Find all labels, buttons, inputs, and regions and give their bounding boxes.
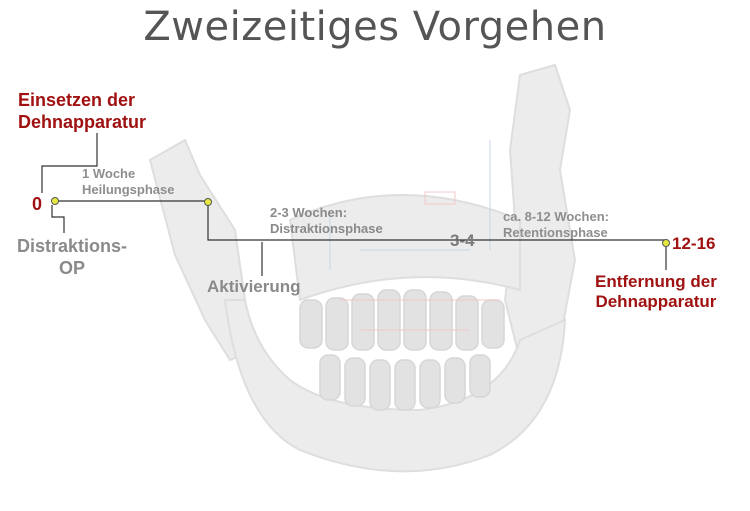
end-value: 12-16 xyxy=(672,234,716,253)
start-value: 0 xyxy=(32,194,43,214)
leader-op-label xyxy=(51,205,65,233)
mid-value: 3-4 xyxy=(450,231,475,250)
end-label-line2: Dehnapparatur xyxy=(595,292,717,312)
healing-phase-line1: 1 Woche xyxy=(82,166,136,181)
leader-start-label xyxy=(41,133,98,193)
retention-phase-label: ca. 8-12 Wochen: Retentionsphase xyxy=(503,209,609,240)
op-label-line1: Distraktions- xyxy=(17,236,128,256)
start-label-line1: Einsetzen der xyxy=(18,90,136,110)
start-event-label: Einsetzen der Dehnapparatur xyxy=(18,90,146,133)
distraction-phase-label: 2-3 Wochen: Distraktionsphase xyxy=(270,205,383,236)
distraction-phase-line1: 2-3 Wochen: xyxy=(270,205,348,220)
op-label-line2: OP xyxy=(59,257,86,278)
start-label-line2: Dehnapparatur xyxy=(18,111,147,132)
activation-label: Aktivierung xyxy=(207,277,301,296)
timeline-segment-healing-distraction xyxy=(55,200,462,241)
healing-phase-line2: Heilungsphase xyxy=(82,181,175,197)
end-label-line1: Entfernung der xyxy=(595,272,717,291)
distraction-phase-line2: Distraktionsphase xyxy=(270,220,383,236)
end-event-label: Entfernung der Dehnapparatur xyxy=(595,272,717,313)
marker-end xyxy=(662,239,670,247)
marker-healing-end xyxy=(204,198,212,206)
page-title: Zweizeitiges Vorgehen xyxy=(143,4,607,50)
retention-phase-line1: ca. 8-12 Wochen: xyxy=(503,209,609,224)
op-event-label: Distraktions- OP xyxy=(17,236,127,279)
retention-phase-line2: Retentionsphase xyxy=(503,224,608,240)
healing-phase-label: 1 Woche Heilungsphase xyxy=(82,166,174,197)
marker-start xyxy=(51,197,59,205)
